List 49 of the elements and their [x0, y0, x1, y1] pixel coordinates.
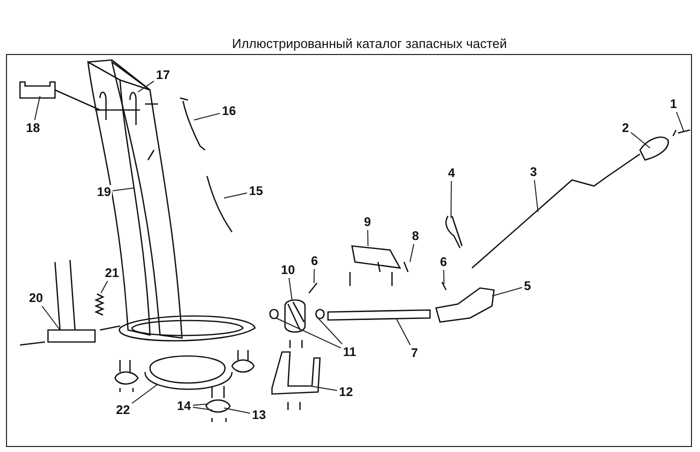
callout-number: 7	[410, 346, 419, 360]
callout-number: 13	[251, 408, 267, 422]
leader-line	[314, 268, 315, 284]
leader-line	[396, 318, 411, 346]
leader-line	[276, 318, 342, 349]
leader-line	[112, 188, 134, 192]
callout-number: 2	[621, 121, 630, 135]
callout-number: 12	[338, 385, 354, 399]
callout-number: 6	[310, 254, 319, 268]
leader-line	[450, 180, 452, 218]
leader-line	[138, 80, 154, 92]
callout-number: 17	[155, 68, 171, 82]
leader-line	[318, 318, 343, 344]
leader-line	[224, 408, 250, 414]
leader-line	[100, 280, 108, 294]
callout-number: 16	[221, 104, 237, 118]
leader-line	[492, 287, 522, 296]
callout-number: 6	[439, 255, 448, 269]
callout-number: 11	[342, 345, 358, 359]
leader-line	[194, 112, 220, 120]
callout-number: 5	[523, 279, 532, 293]
callout-number: 21	[104, 266, 120, 280]
callout-number: 10	[280, 263, 296, 277]
callout-number: 3	[529, 165, 538, 179]
callout-number: 1	[669, 97, 678, 111]
catalog-title: Иллюстрированный каталог запасных частей	[232, 36, 507, 51]
leader-line	[410, 244, 414, 262]
callout-number: 22	[115, 403, 131, 417]
leader-line	[41, 306, 60, 330]
leader-line	[192, 404, 208, 406]
leader-line	[310, 386, 338, 391]
callout-number: 9	[363, 215, 372, 229]
leader-line	[131, 384, 158, 404]
leader-line	[288, 278, 292, 300]
callout-number: 8	[411, 229, 420, 243]
callout-number: 19	[96, 185, 112, 199]
callout-number: 14	[176, 399, 192, 413]
leader-line	[34, 96, 40, 120]
callout-number: 4	[447, 166, 456, 180]
leader-line	[676, 112, 684, 132]
callout-number: 20	[28, 291, 44, 305]
leader-line	[367, 230, 368, 246]
leader-line	[534, 180, 538, 212]
callout-number: 15	[248, 184, 264, 198]
callout-number: 18	[25, 121, 41, 135]
leader-line	[630, 132, 650, 148]
leader-line	[443, 270, 444, 284]
leader-line	[224, 192, 248, 198]
leader-line	[192, 406, 212, 410]
